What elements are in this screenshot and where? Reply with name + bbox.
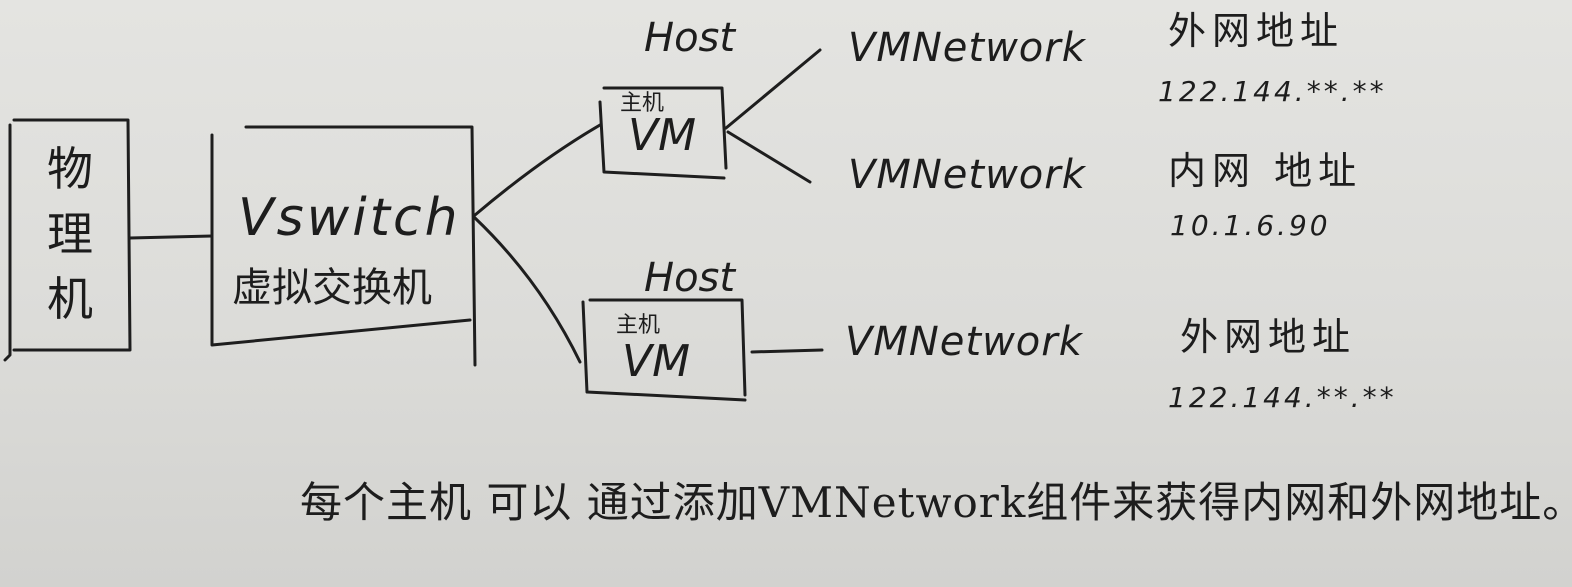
link-physical-vswitch (128, 234, 214, 240)
diagram-caption: 每个主机 可以 通过添加VMNetwork组件来获得内网和外网地址。 (300, 478, 1572, 527)
host1-vmnetwork-2-label: VMNetwork (848, 152, 1086, 198)
host2-vmnetwork-address: 122.144.**.** (1168, 381, 1397, 414)
vswitch-box (210, 133, 472, 347)
host1-vmnetwork-1-address-title: 外网地址 (1168, 9, 1345, 53)
host1-vm-box (598, 100, 726, 180)
host1-vmnetwork-2-address-title: 内网 地址 (1168, 149, 1363, 193)
physical-machine-char-2: 理 (47, 207, 93, 261)
physical-machine-box (3, 123, 12, 362)
host1-vm-label: VM (628, 110, 697, 161)
link-vswitch-host1 (473, 123, 602, 217)
host1-vmnetwork-2-address: 10.1.6.90 (1170, 209, 1331, 242)
host2-label: Host (644, 255, 736, 301)
host1-vmnetwork-1-label: VMNetwork (848, 25, 1086, 71)
vswitch-title: Vswitch (238, 188, 461, 248)
vswitch-subtitle: 虚拟交换机 (232, 265, 432, 311)
host2-vm-label: VM (622, 336, 691, 387)
physical-machine-char-3: 机 (47, 272, 93, 326)
host1-vmnetwork-1-address: 122.144.**.** (1158, 75, 1387, 108)
host2-vm-small-label: 主机 (616, 313, 661, 338)
host2-vm-box (581, 300, 747, 402)
host1-label: Host (644, 15, 736, 61)
link-vswitch-host2 (473, 216, 582, 364)
host1-vm-small-label: 主机 (620, 91, 665, 116)
link-host1-vmnet2 (726, 130, 812, 184)
physical-machine-char-1: 物 (47, 142, 93, 196)
link-host2-vmnet (750, 348, 824, 354)
link-host1-vmnet1 (724, 48, 822, 130)
host2-vmnetwork-label: VMNetwork (845, 319, 1083, 365)
host2-vmnetwork-address-title: 外网地址 (1180, 315, 1357, 359)
